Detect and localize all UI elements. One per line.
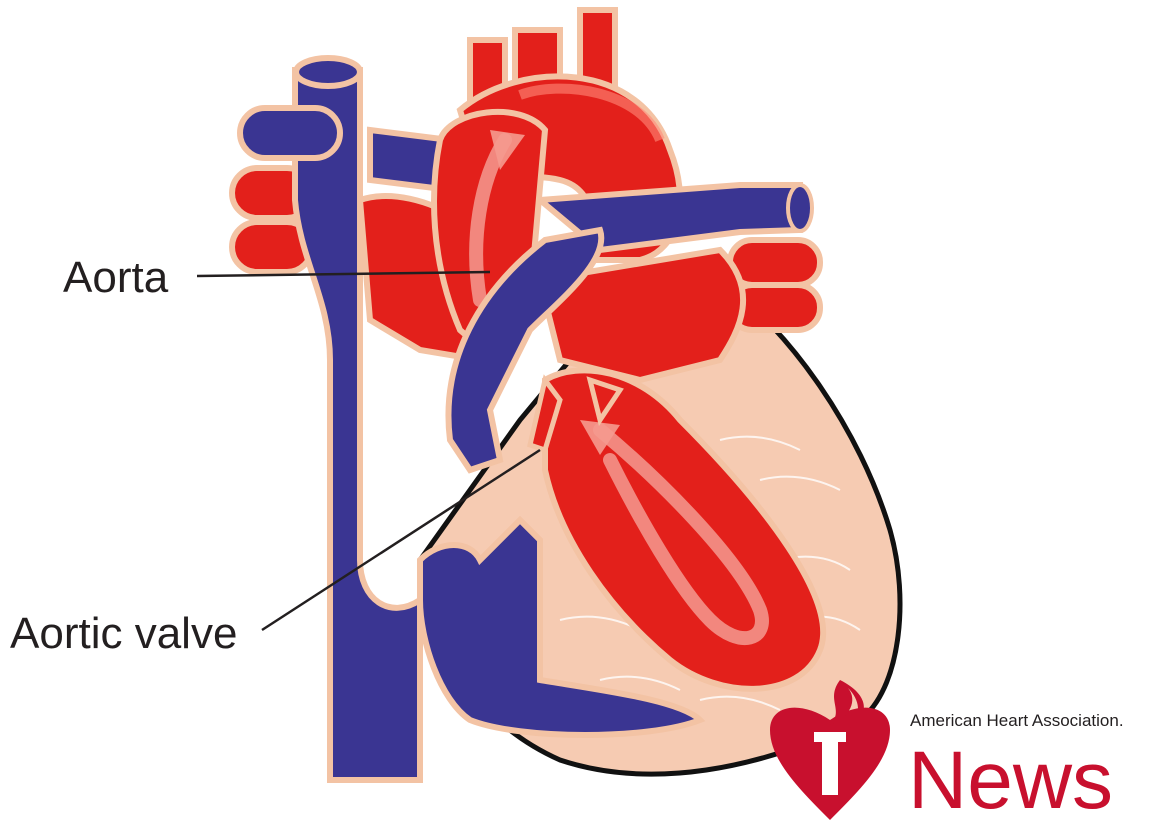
brand-org-name: American Heart Association.: [910, 711, 1124, 730]
brand-product: News: [908, 735, 1113, 822]
aorta-label: Aorta: [63, 253, 169, 302]
torch-handle: [822, 735, 838, 795]
aortic-valve-label: Aortic valve: [10, 609, 237, 658]
